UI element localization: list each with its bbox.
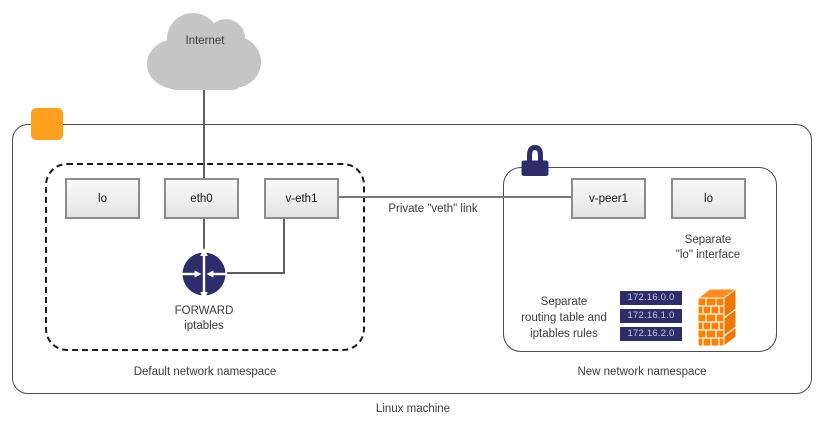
forward-iptables-label: FORWARD iptables (144, 304, 264, 334)
separate-lo-line1: Separate (684, 234, 732, 246)
interface-box-lo-new: lo (671, 178, 746, 219)
internet-cloud-icon (147, 13, 261, 90)
separate-routing-line2: routing table and (521, 312, 607, 324)
linux-machine-label: Linux machine (375, 403, 451, 415)
new-namespace-container (503, 167, 777, 352)
lock-icon (521, 144, 549, 176)
separate-routing-label: Separate routing table and iptables rule… (498, 294, 630, 342)
new-namespace-label: New network namespace (577, 366, 707, 378)
forward-iptables-router-icon (181, 248, 227, 300)
routing-table-row: 172.16.0.0 (620, 291, 682, 305)
interface-box-vpeer1: v-peer1 (571, 178, 646, 219)
default-namespace-container (45, 163, 365, 351)
separate-lo-line2: "lo" interface (675, 249, 741, 261)
separate-routing-line1: Separate (540, 296, 588, 308)
interface-box-veth1: v-eth1 (264, 178, 339, 219)
forward-label-line2: iptables (184, 320, 224, 332)
routing-table-row: 172.16.2.0 (620, 327, 682, 341)
firewall-icon (697, 288, 738, 347)
interface-box-lo: lo (65, 178, 140, 219)
routing-table-row: 172.16.1.0 (620, 309, 682, 323)
default-namespace-label: Default network namespace (133, 366, 277, 378)
separate-routing-line3: iptables rules (530, 328, 598, 340)
internet-label: Internet (185, 35, 225, 47)
linux-machine-container (12, 124, 812, 394)
veth-link-label: Private "veth" link (388, 203, 478, 215)
interface-box-eth0: eth0 (164, 178, 239, 219)
orange-tag-icon (31, 108, 63, 140)
forward-label-line1: FORWARD (174, 305, 234, 317)
separate-lo-label: Separate "lo" interface (648, 233, 768, 263)
